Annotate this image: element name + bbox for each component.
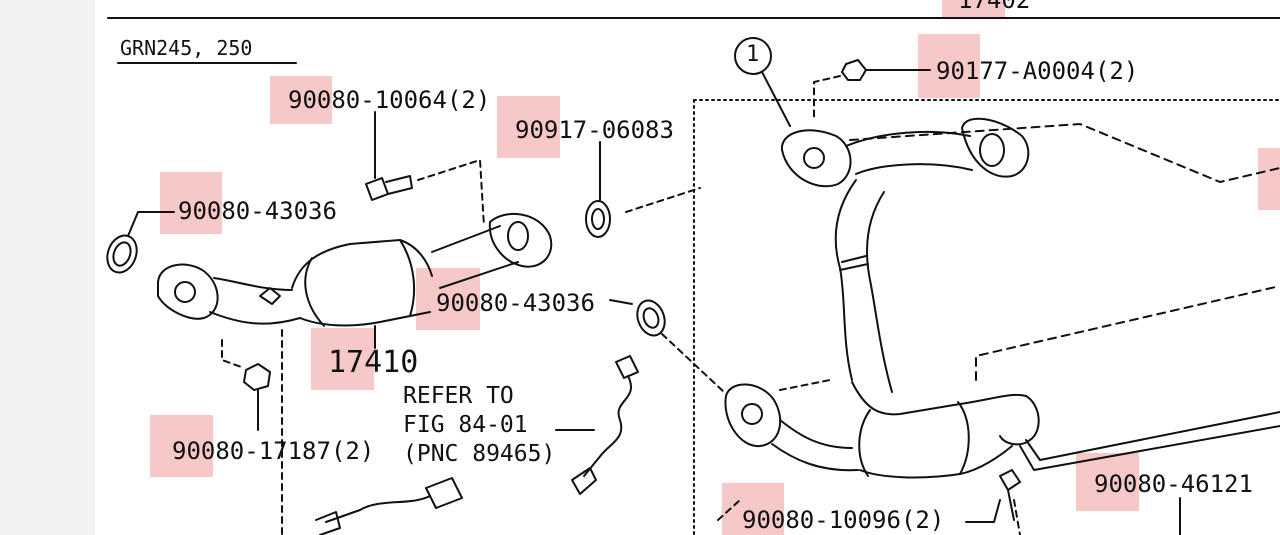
- highlight-17410: [311, 328, 374, 390]
- highlight-edge-right: [1258, 148, 1280, 210]
- gasket-left: [106, 234, 138, 274]
- part-label-90177-A0004[interactable]: 90177-A0004(2): [936, 57, 1139, 85]
- highlight-90080-46121: [1076, 453, 1139, 511]
- model-label: GRN245, 250: [120, 36, 253, 60]
- part-label-90917-06083[interactable]: 90917-06083: [515, 116, 674, 144]
- nut-90080-17187: [243, 363, 271, 431]
- part-label-90080-17187[interactable]: 90080-17187(2): [172, 437, 375, 465]
- highlight-90917-06083: [497, 96, 560, 158]
- refer-note-line-2[interactable]: FIG 84-01: [403, 412, 528, 438]
- oxygen-sensor-lower: [315, 477, 463, 535]
- part-label-90080-46121[interactable]: 90080-46121: [1094, 470, 1253, 498]
- gasket-90917: [585, 200, 611, 238]
- highlight-17402: [942, 0, 1005, 17]
- converter-17410: [157, 212, 553, 327]
- refer-note-line-3: (PNC 89465): [403, 441, 556, 467]
- part-label-17402[interactable]: 17402: [958, 0, 1031, 14]
- highlight-90177-A0004: [918, 34, 980, 98]
- bolt-90080-10096: [965, 469, 1021, 523]
- oxygen-sensor-upper: [555, 355, 639, 495]
- highlight-90080-43036-left: [160, 172, 222, 234]
- part-label-90080-10096[interactable]: 90080-10096(2): [742, 506, 945, 534]
- y-pipe-assembly: [724, 59, 1280, 479]
- part-label-17410[interactable]: 17410: [328, 345, 419, 380]
- part-label-90080-43036-left[interactable]: 90080-43036: [178, 197, 337, 225]
- callout-1-number: 1: [746, 42, 760, 67]
- highlight-90080-10096: [722, 483, 784, 535]
- highlight-90080-10064: [270, 76, 332, 124]
- highlight-90080-17187: [150, 415, 213, 477]
- part-label-90080-43036-mid[interactable]: 90080-43036: [436, 289, 595, 317]
- part-label-90080-10064[interactable]: 90080-10064(2): [288, 86, 491, 114]
- callout-1-circle: [734, 37, 772, 75]
- bolt-90080-10064: [365, 111, 413, 201]
- refer-note: REFER TO FIG 84-01 (PNC 89465): [403, 382, 555, 469]
- gasket-mid: [636, 299, 666, 337]
- refer-note-line-1: REFER TO: [403, 383, 514, 409]
